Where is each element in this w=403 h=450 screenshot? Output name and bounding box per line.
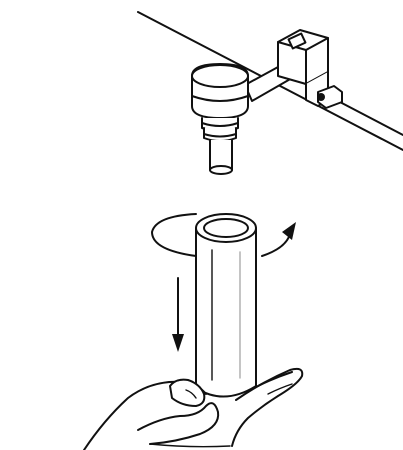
chuck-head — [191, 63, 249, 142]
down-arrow-icon — [172, 277, 184, 352]
rotation-arrow-icon — [151, 213, 296, 257]
sample-tube — [195, 213, 257, 398]
sample-stem — [209, 139, 233, 175]
hand — [83, 367, 304, 450]
mount-clamp — [277, 29, 343, 109]
